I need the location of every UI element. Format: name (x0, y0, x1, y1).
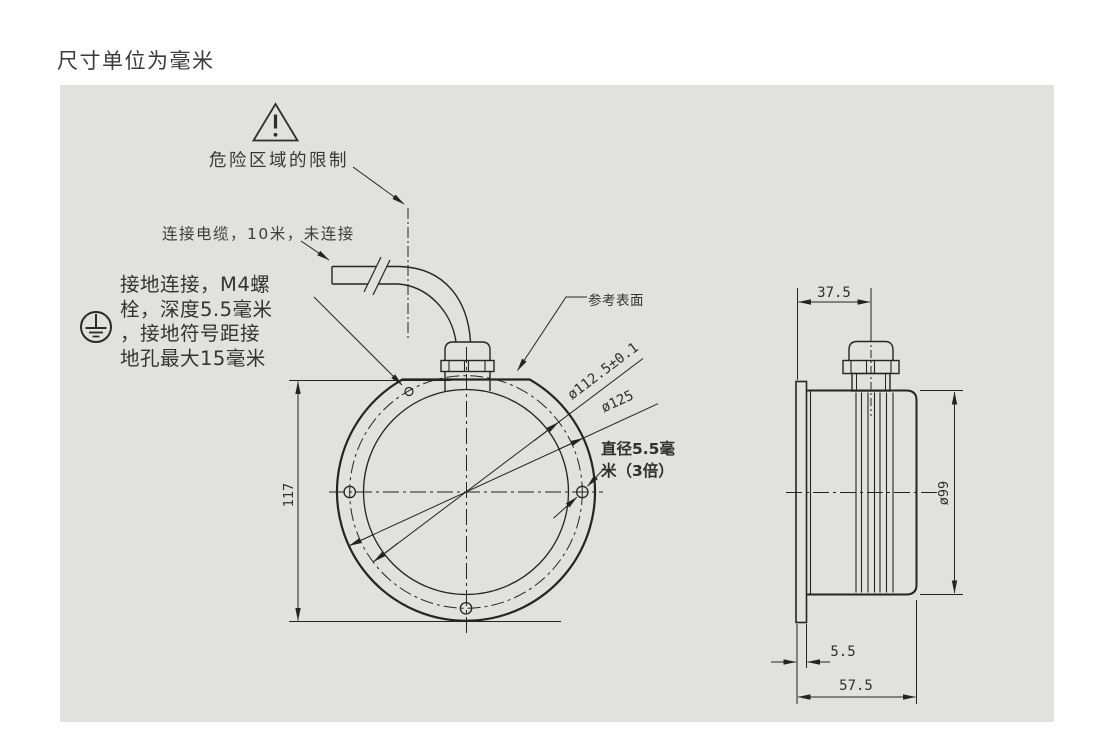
ground-label-line-3: ，接地符号距接 (120, 322, 261, 346)
dim-body-diameter: ø99 (936, 480, 952, 506)
leader-lines (300, 166, 587, 386)
reference-surface-label: 参考表面 (588, 293, 644, 309)
hole-diameter-note: 直径5.5毫 米（3倍） (601, 439, 675, 482)
dim-overall-height: 117 (281, 482, 297, 508)
mounting-hole-bottom (459, 601, 473, 615)
ground-label-line-2: 栓，深度5.5毫米 (120, 297, 273, 321)
cable-leader (300, 240, 330, 261)
dim-overall-depth: 57.5 (839, 678, 873, 694)
hazard-area-label: 危险区域的限制 (209, 151, 349, 171)
hole-note-line-1: 直径5.5毫 (601, 440, 675, 458)
flange-plate (795, 380, 808, 624)
ground-hole (404, 386, 414, 397)
warning-triangle-icon (251, 102, 300, 142)
outer-ring (335, 378, 597, 622)
front-view-drawing (289, 341, 659, 634)
mounting-hole-left (343, 485, 357, 499)
dim-flange-thickness: 5.5 (830, 644, 856, 660)
ground-leader (313, 296, 403, 386)
hazard-leader (352, 166, 405, 205)
cable-drawing (331, 256, 472, 343)
page-title: 尺寸单位为毫米 (57, 49, 215, 73)
ground-label-line-4: 地孔最大15毫米 (120, 346, 266, 370)
ground-label-line-1: 接地连接，M4螺 (120, 273, 271, 296)
ground-connection-label: 接地连接，M4螺 栓，深度5.5毫米 ，接地符号距接 地孔最大15毫米 (120, 273, 273, 371)
mounting-hole-right (575, 485, 589, 499)
dim-gland-center-offset: 37.5 (817, 285, 851, 301)
ground-symbol-icon (80, 311, 112, 343)
hole-note-line-2: 米（3倍） (601, 461, 674, 480)
drawing-panel (60, 85, 1054, 722)
cable-label: 连接电缆，10米，未连接 (162, 225, 355, 243)
reference-leader (517, 296, 587, 371)
side-view-drawing (771, 288, 963, 704)
